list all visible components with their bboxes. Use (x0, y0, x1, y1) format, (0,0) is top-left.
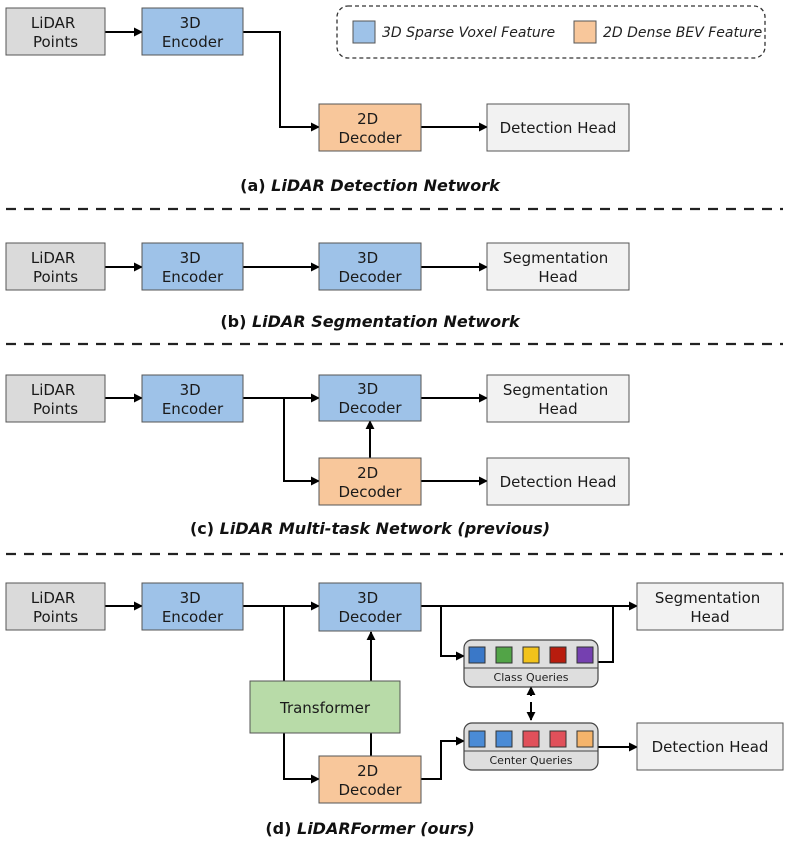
svg-text:LiDAR Points: LiDAR Points (31, 589, 80, 626)
d-lidar-points-box: LiDAR Points (5, 582, 106, 631)
center-query-cell-4 (549, 730, 567, 748)
c-segmentation-head-box: Segmentation Head (486, 374, 630, 423)
b-segmentation-head-box: Segmentation Head (486, 242, 630, 291)
svg-text:Detection Head: Detection Head (500, 119, 617, 137)
svg-text:3D Decoder: 3D Decoder (338, 589, 402, 626)
class-query-cells (468, 646, 594, 664)
section-c-multitask-network: LiDAR Points 3D Encoder 3D Decoder 2D De… (5, 374, 630, 538)
svg-text:2D Decoder: 2D Decoder (338, 762, 402, 799)
svg-text:Transformer: Transformer (279, 699, 371, 717)
svg-text:Segmentation Head: Segmentation Head (655, 589, 765, 626)
c-caption: (c) LiDAR Multi-task Network (previous) (190, 519, 550, 538)
a-caption: (a) LiDAR Detection Network (240, 176, 501, 195)
center-queries-label: Center Queries (490, 754, 573, 767)
svg-text:Detection Head: Detection Head (500, 473, 617, 491)
c-3d-encoder-box: 3D Encoder (141, 374, 244, 423)
svg-text:3D Decoder: 3D Decoder (338, 249, 402, 286)
center-query-cell-1 (468, 730, 486, 748)
c-3d-decoder-box: 3D Decoder (318, 374, 422, 422)
center-query-cell-3 (522, 730, 540, 748)
d-3d-decoder-box: 3D Decoder (318, 582, 422, 632)
a-3d-encoder-box: 3D Encoder (141, 7, 244, 56)
svg-text:Detection Head: Detection Head (652, 738, 769, 756)
svg-text:3D Decoder: 3D Decoder (338, 380, 402, 417)
a-2d-decoder-box: 2D Decoder (318, 103, 422, 152)
center-query-cells (468, 730, 594, 748)
section-a-detection-network: LiDAR Points 3D Encoder 2D Decoder Detec… (5, 7, 630, 195)
svg-text:2D Decoder: 2D Decoder (338, 110, 402, 147)
svg-text:LiDAR Points: LiDAR Points (31, 381, 80, 418)
svg-text:2D Decoder: 2D Decoder (338, 464, 402, 501)
svg-text:Segmentation Head: Segmentation Head (503, 249, 613, 286)
class-query-cell-4 (549, 646, 567, 664)
center-query-cell-2 (495, 730, 513, 748)
b-3d-encoder-box: 3D Encoder (141, 242, 244, 291)
d-center-queries-group: Center Queries (463, 722, 599, 771)
class-query-cell-1 (468, 646, 486, 664)
svg-text:LiDAR Points: LiDAR Points (31, 249, 80, 286)
legend-dense-swatch (573, 20, 597, 44)
b-3d-decoder-box: 3D Decoder (318, 242, 422, 291)
c-detection-head-box: Detection Head (486, 457, 630, 506)
legend-sparse-label: 3D Sparse Voxel Feature (382, 25, 555, 41)
class-query-cell-2 (495, 646, 513, 664)
svg-text:3D Encoder: 3D Encoder (162, 249, 224, 286)
d-detection-head-box: Detection Head (636, 722, 784, 771)
legend-sparse-swatch (352, 20, 376, 44)
svg-text:3D Encoder: 3D Encoder (162, 14, 224, 51)
a-lidar-points-box: LiDAR Points (5, 7, 106, 56)
d-class-queries-group: Class Queries (463, 639, 599, 688)
svg-text:Segmentation Head: Segmentation Head (503, 381, 613, 418)
c-2d-decoder-box: 2D Decoder (318, 457, 422, 506)
class-query-cell-3 (522, 646, 540, 664)
c-lidar-points-box: LiDAR Points (5, 374, 106, 423)
section-d-lidarformer: LiDAR Points 3D Encoder 3D Decoder Trans… (5, 582, 784, 838)
class-queries-label: Class Queries (494, 671, 569, 684)
svg-text:LiDAR Points: LiDAR Points (31, 14, 80, 51)
section-b-segmentation-network: LiDAR Points 3D Encoder 3D Decoder Segme… (5, 242, 630, 331)
svg-text:3D Encoder: 3D Encoder (162, 589, 224, 626)
d-2d-decoder-box: 2D Decoder (318, 755, 422, 804)
d-3d-encoder-box: 3D Encoder (141, 582, 244, 631)
d-segmentation-head-box: Segmentation Head (636, 582, 784, 631)
d-transformer-box: Transformer (249, 680, 401, 734)
legend-dense-label: 2D Dense BEV Feature (603, 25, 762, 41)
b-lidar-points-box: LiDAR Points (5, 242, 106, 291)
a-detection-head-box: Detection Head (486, 103, 630, 152)
legend-frame (336, 5, 766, 59)
class-query-cell-5 (576, 646, 594, 664)
center-query-cell-5 (576, 730, 594, 748)
svg-text:3D Encoder: 3D Encoder (162, 381, 224, 418)
b-caption: (b) LiDAR Segmentation Network (220, 312, 521, 331)
d-caption: (d) LiDARFormer (ours) (265, 819, 474, 838)
